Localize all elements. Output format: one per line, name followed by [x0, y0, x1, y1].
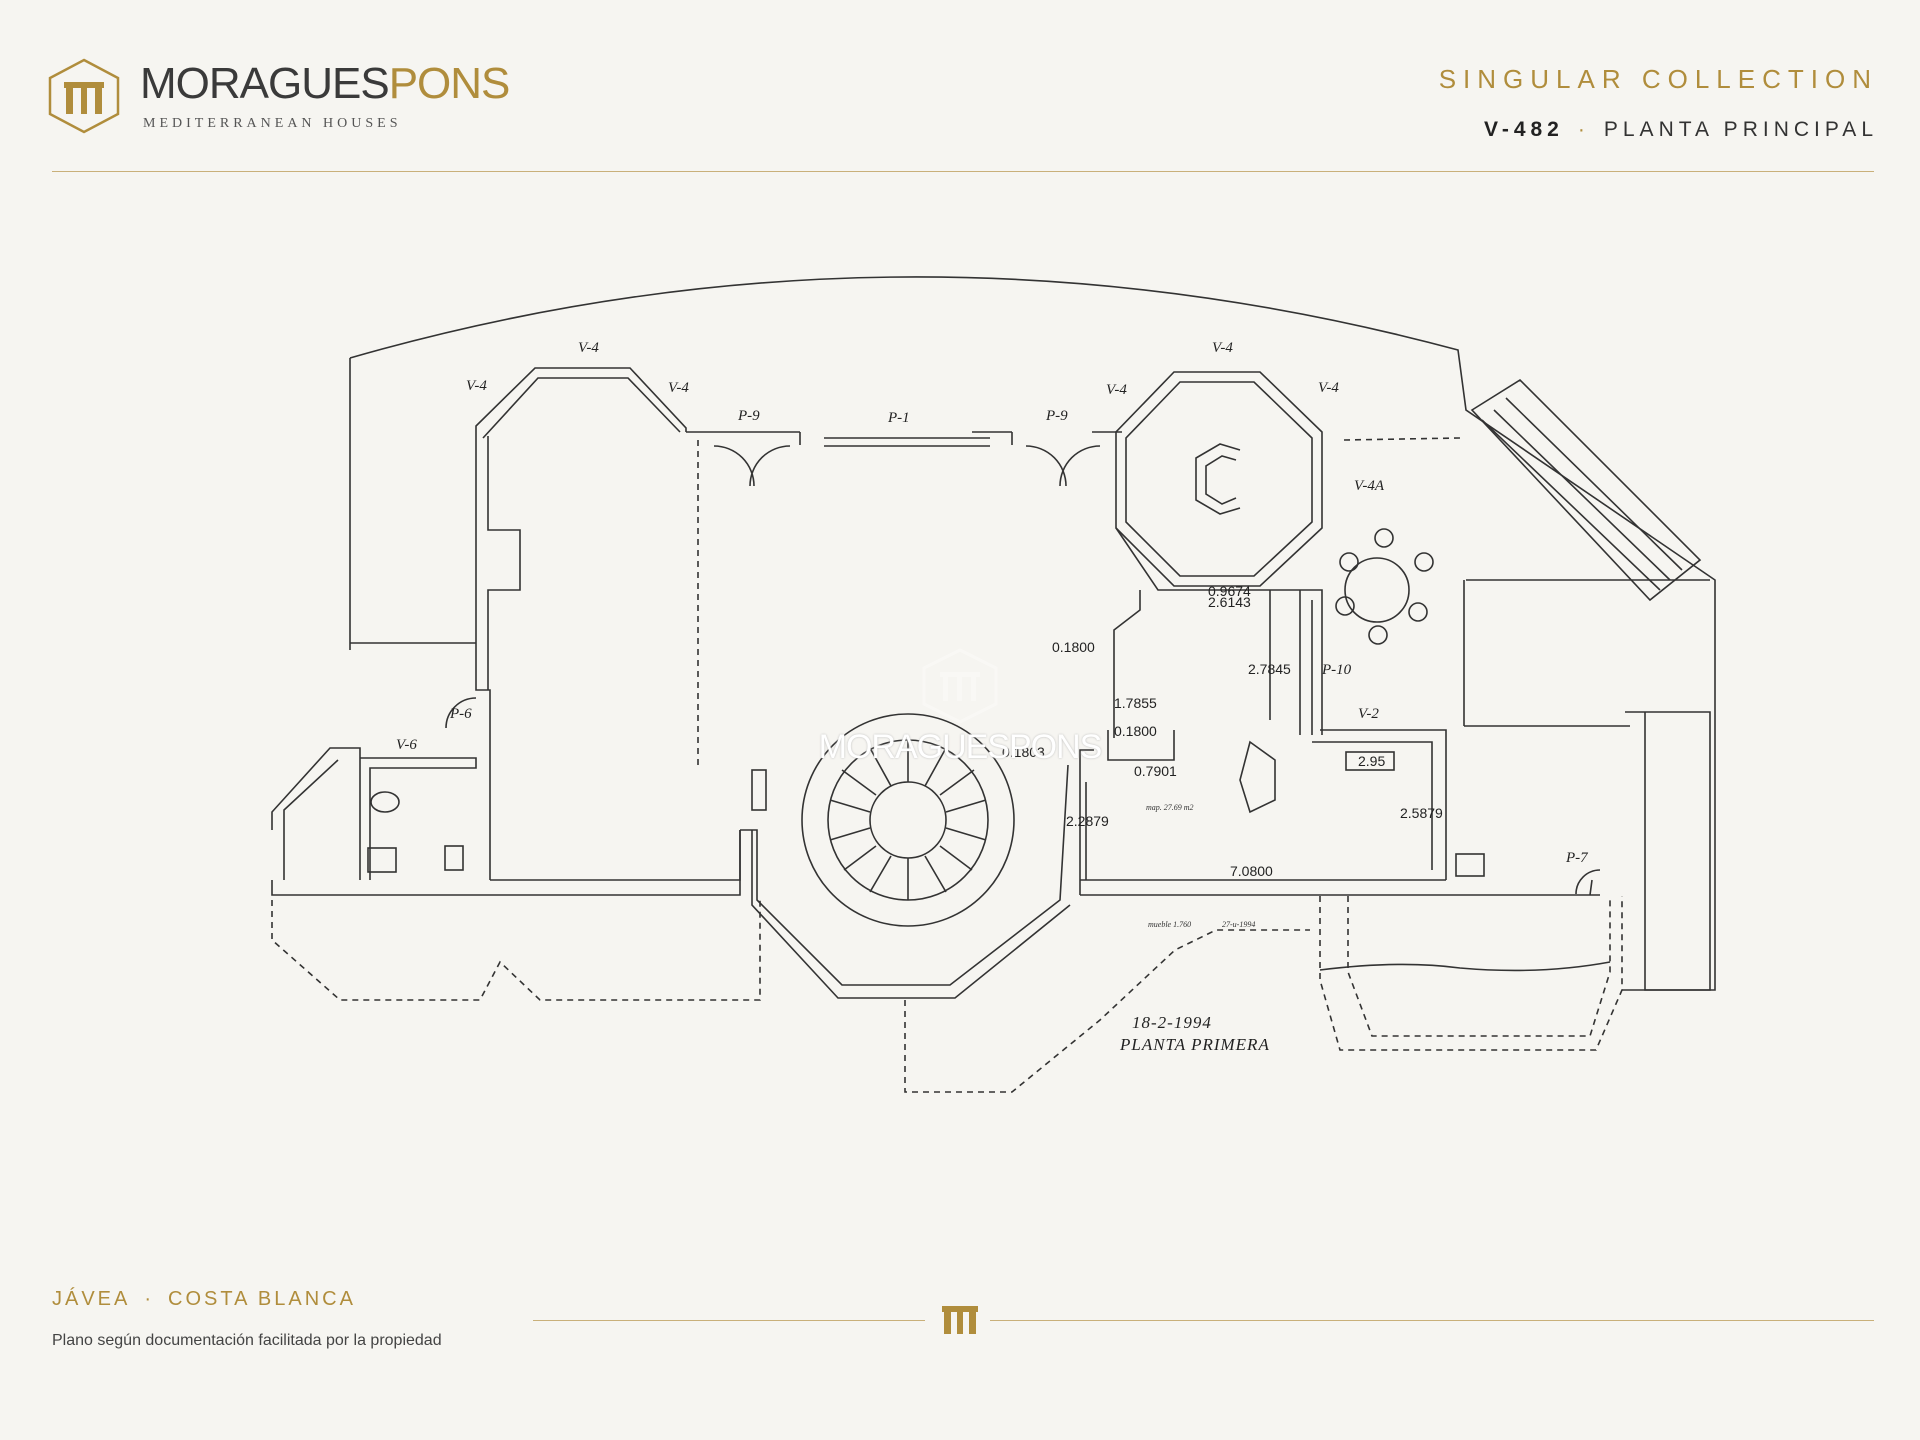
- area-note: map. 27.69 m2: [1146, 803, 1194, 812]
- label-v6: V-6: [396, 737, 417, 753]
- dim-2-6143: 2.6143: [1208, 594, 1251, 610]
- footer-divider-right: [990, 1320, 1874, 1321]
- plan-date: 18-2-1994: [1132, 1013, 1212, 1032]
- dim-2-2879: 2.2879: [1066, 813, 1109, 829]
- floor-plan-drawing: V-4 V-4 V-4 V-4 V-4 V-4 V-4A V-2 V-6 P-1…: [250, 250, 1730, 1120]
- label-v4-tower-left: V-4: [1106, 382, 1127, 398]
- dim-2-7845: 2.7845: [1248, 661, 1291, 677]
- label-p10: P-10: [1321, 662, 1352, 678]
- dim-0-7901: 0.7901: [1134, 763, 1177, 779]
- plan-reference: V-482·PLANTA PRINCIPAL: [1483, 118, 1878, 141]
- watermark-text: MORAGUESPONS: [818, 728, 1103, 766]
- dim-0-1800-mid: 0.1800: [1114, 723, 1157, 739]
- plan-title: PLANTA PRIMERA: [1119, 1035, 1270, 1054]
- label-v4-tower-right: V-4: [1318, 380, 1339, 396]
- plan-source-note: Plano según documentación facilitada por…: [52, 1332, 442, 1349]
- label-v4a: V-4A: [1354, 478, 1385, 494]
- footer-divider-left: [533, 1320, 925, 1321]
- label-p7: P-7: [1565, 850, 1589, 866]
- dim-7-0800: 7.0800: [1230, 863, 1273, 879]
- location-town: JÁVEA: [52, 1288, 131, 1310]
- label-v4-tower-top: V-4: [1212, 340, 1233, 356]
- footer-logo-icon: [940, 1302, 980, 1336]
- brand-logo-icon: [48, 58, 120, 134]
- header-divider: [52, 171, 1874, 172]
- watermark-logo-icon: [800, 640, 1120, 790]
- location: JÁVEA·COSTA BLANCA: [52, 1288, 356, 1310]
- collection-title: SINGULAR COLLECTION: [1438, 64, 1878, 94]
- label-p9-left: P-9: [737, 408, 760, 424]
- label-p1: P-1: [887, 410, 910, 426]
- label-p6: P-6: [449, 706, 472, 722]
- brand-tagline: MEDITERRANEAN HOUSES: [143, 116, 402, 131]
- brand-name: MORAGUESPONS: [140, 59, 510, 108]
- stamp-note-b: 27-u-1994: [1222, 920, 1255, 929]
- plan-name: PLANTA PRINCIPAL: [1603, 118, 1878, 141]
- property-code: V-482: [1483, 118, 1564, 141]
- label-v4-left: V-4: [466, 378, 487, 394]
- dim-0-1803: 0.1803: [1002, 744, 1045, 760]
- label-v4-top-left: V-4: [578, 340, 599, 356]
- stamp-note-a: mueble 1.760: [1148, 920, 1191, 929]
- dim-2-95: 2.95: [1358, 753, 1385, 769]
- dim-0-9674: 0.9674: [1208, 583, 1251, 599]
- dim-1-7855: 1.7855: [1114, 695, 1157, 711]
- label-v4-right: V-4: [668, 380, 689, 396]
- label-v2: V-2: [1358, 706, 1379, 722]
- label-p9-right: P-9: [1045, 408, 1068, 424]
- dim-2-5879: 2.5879: [1400, 805, 1443, 821]
- location-region: COSTA BLANCA: [168, 1288, 356, 1310]
- dim-0-1800-top: 0.1800: [1052, 639, 1095, 655]
